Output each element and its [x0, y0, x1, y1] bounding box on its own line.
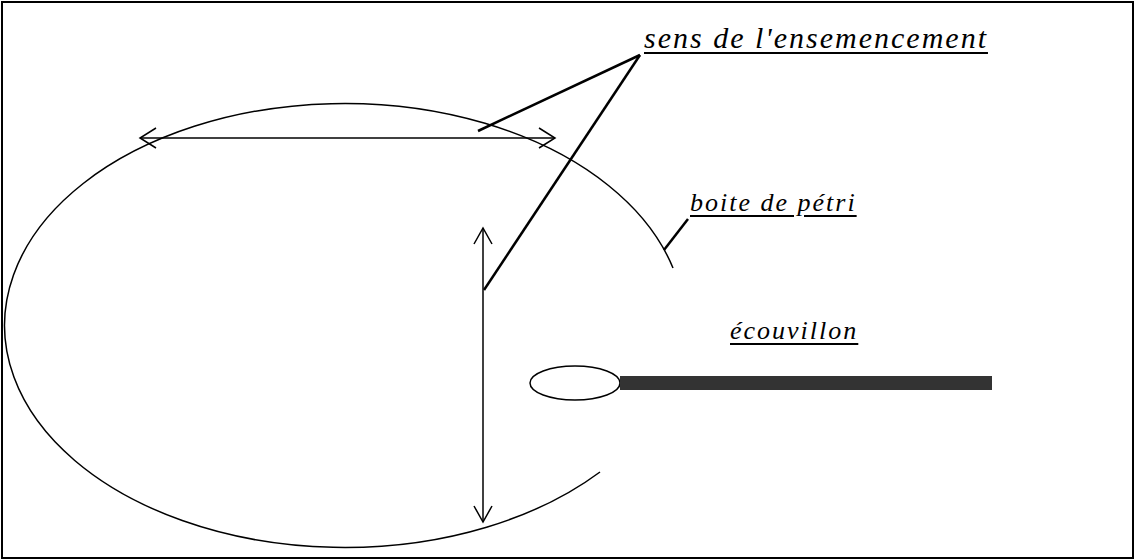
label-text: boite de pétri	[690, 189, 857, 218]
petri-dish	[5, 103, 673, 547]
label-text: écouvillon	[730, 317, 858, 346]
horizontal-arrow	[140, 128, 555, 148]
swab	[530, 366, 992, 400]
leader-lines	[478, 55, 688, 290]
label-text: sens de l'ensemencement	[644, 21, 988, 54]
vertical-arrow	[474, 228, 492, 522]
